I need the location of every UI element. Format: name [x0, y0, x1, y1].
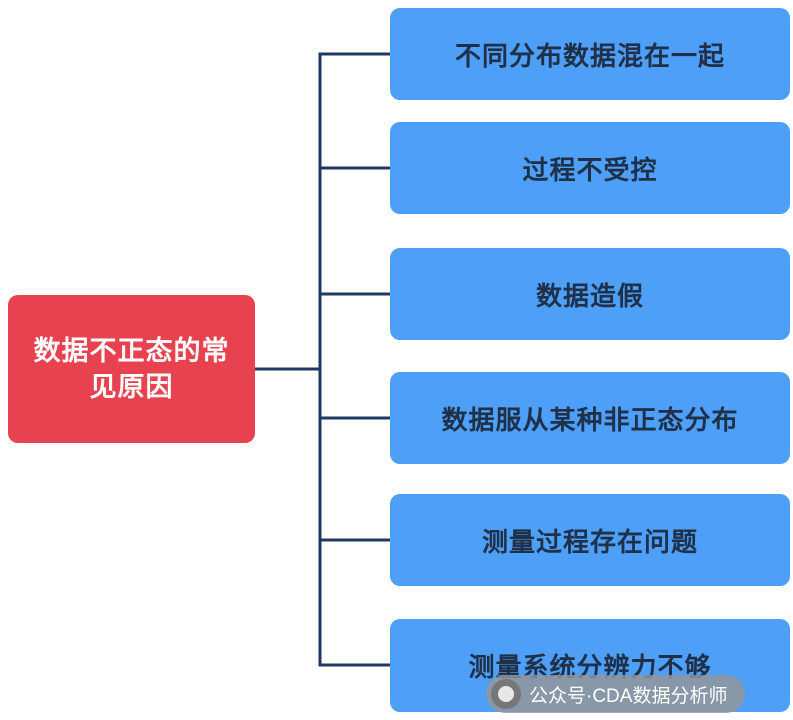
branch-node-process-out-of-control[interactable]: 过程不受控	[390, 122, 790, 214]
branch-node-label: 测量过程存在问题	[481, 526, 698, 557]
branch-node-label: 数据造假	[535, 280, 644, 311]
branch-node-data-fabrication[interactable]: 数据造假	[390, 248, 790, 340]
branch-node-label: 过程不受控	[522, 154, 658, 185]
root-node-label: 数据不正态的常见原因	[33, 335, 230, 402]
watermark-badge: 公众号·CDA数据分析师	[486, 675, 746, 713]
cda-logo-icon	[491, 679, 521, 709]
root-node[interactable]: 数据不正态的常见原因	[8, 295, 255, 443]
branch-node-nonnormal-distribution[interactable]: 数据服从某种非正态分布	[390, 372, 790, 464]
branch-node-label: 数据服从某种非正态分布	[441, 404, 739, 435]
branch-node-label: 不同分布数据混在一起	[454, 40, 725, 71]
branch-node-mixed-distributions[interactable]: 不同分布数据混在一起	[390, 8, 790, 100]
watermark-text: 公众号·CDA数据分析师	[529, 685, 728, 707]
branch-node-measurement-process-issue[interactable]: 测量过程存在问题	[390, 494, 790, 586]
